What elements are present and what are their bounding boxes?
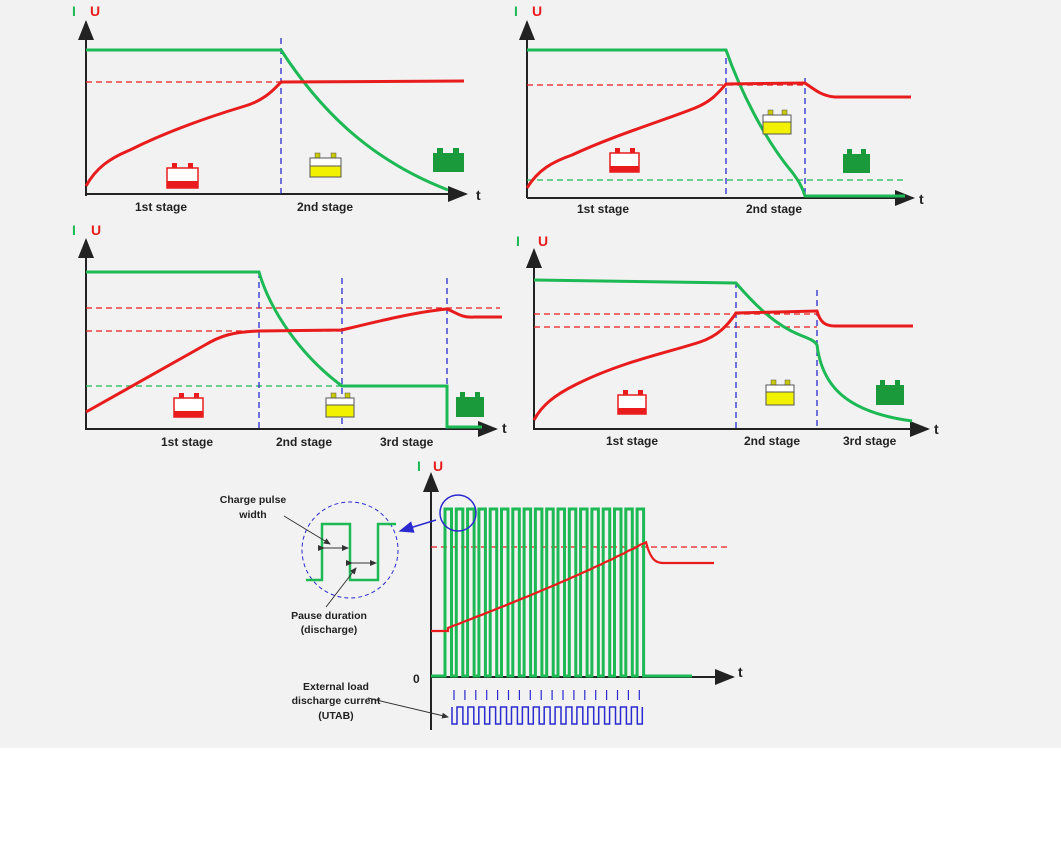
pause-label-line-1: Pause duration — [291, 610, 367, 622]
panel-three-stage-b: I U t 1st stage 2nd — [516, 233, 939, 448]
current-axis-label: I — [516, 233, 520, 249]
external-load-label-line-1: External load — [303, 681, 369, 693]
time-axis-label: t — [934, 421, 939, 437]
pause-label-line-2: (discharge) — [301, 624, 358, 636]
voltage-axis-label: U — [90, 3, 100, 19]
current-curve — [86, 48, 449, 192]
time-axis-label: t — [919, 191, 924, 207]
stage-3-label: 3rd stage — [843, 434, 897, 448]
voltage-axis-label: U — [532, 3, 542, 19]
battery-empty-icon — [173, 393, 204, 418]
battery-empty-icon — [166, 163, 199, 189]
current-curve — [86, 270, 482, 429]
battery-full-icon — [456, 392, 484, 417]
battery-empty-icon — [617, 390, 647, 415]
battery-half-icon — [765, 379, 795, 406]
stage-1-label: 1st stage — [606, 434, 658, 448]
voltage-axis-label: U — [91, 222, 101, 238]
current-axis-label: I — [72, 222, 76, 238]
current-pulse-train — [431, 507, 692, 678]
stage-1-label: 1st stage — [135, 200, 187, 214]
voltage-axis-label: U — [538, 233, 548, 249]
external-load-label-line-2: discharge current — [292, 695, 381, 707]
pulse-width-pointer — [283, 515, 331, 545]
external-load-label-line-3: (UTAB) — [318, 710, 353, 722]
discharge-tick-marks — [453, 690, 640, 700]
current-axis-label: I — [72, 3, 76, 19]
voltage-curve — [85, 307, 502, 414]
battery-half-icon — [762, 109, 792, 135]
panel-two-stage-a: I U t 1st stage 2nd stage — [72, 3, 481, 214]
battery-full-icon — [876, 380, 904, 405]
battery-empty-icon — [609, 148, 640, 173]
battery-full-icon — [433, 148, 464, 172]
pulse-width-label-line-2: width — [238, 509, 266, 521]
stage-3-label: 3rd stage — [380, 435, 434, 449]
stage-2-label: 2nd stage — [297, 200, 353, 214]
stage-1-label: 1st stage — [161, 435, 213, 449]
battery-full-icon — [843, 149, 870, 173]
pulse-width-label-line-1: Charge pulse — [220, 494, 287, 506]
battery-half-icon — [325, 392, 355, 418]
stage-2-label: 2nd stage — [746, 202, 802, 216]
current-axis-label: I — [417, 458, 421, 474]
stage-2-label: 2nd stage — [276, 435, 332, 449]
time-axis-label: t — [738, 664, 743, 680]
stage-1-label: 1st stage — [577, 202, 629, 216]
panel-pulse-charge: I U t 0 Charge pulse width Pause duratio… — [220, 458, 743, 730]
time-axis-label: t — [476, 187, 481, 203]
pause-pointer — [325, 567, 357, 608]
zoom-pulse-detail — [306, 522, 396, 582]
zero-label: 0 — [413, 672, 420, 686]
zoom-detail-circle — [301, 501, 399, 599]
zoom-link-arrow — [398, 519, 437, 533]
voltage-axis-label: U — [433, 458, 443, 474]
zoom-circle-marker — [439, 494, 477, 532]
battery-half-icon — [309, 152, 342, 178]
current-curve — [527, 48, 905, 198]
voltage-curve — [525, 81, 911, 189]
time-axis-label: t — [502, 420, 507, 436]
external-load-pointer — [367, 697, 449, 719]
voltage-step-curve — [431, 540, 714, 633]
stage-2-label: 2nd stage — [744, 434, 800, 448]
current-curve — [533, 278, 913, 423]
discharge-pulse-train — [451, 706, 644, 725]
voltage-curve — [532, 309, 913, 421]
voltage-curve — [84, 79, 465, 187]
panel-three-stage-a: I U t 1st st — [72, 222, 507, 449]
current-axis-label: I — [514, 3, 518, 19]
panel-two-stage-b: I U t 1st stage 2nd — [514, 3, 924, 216]
